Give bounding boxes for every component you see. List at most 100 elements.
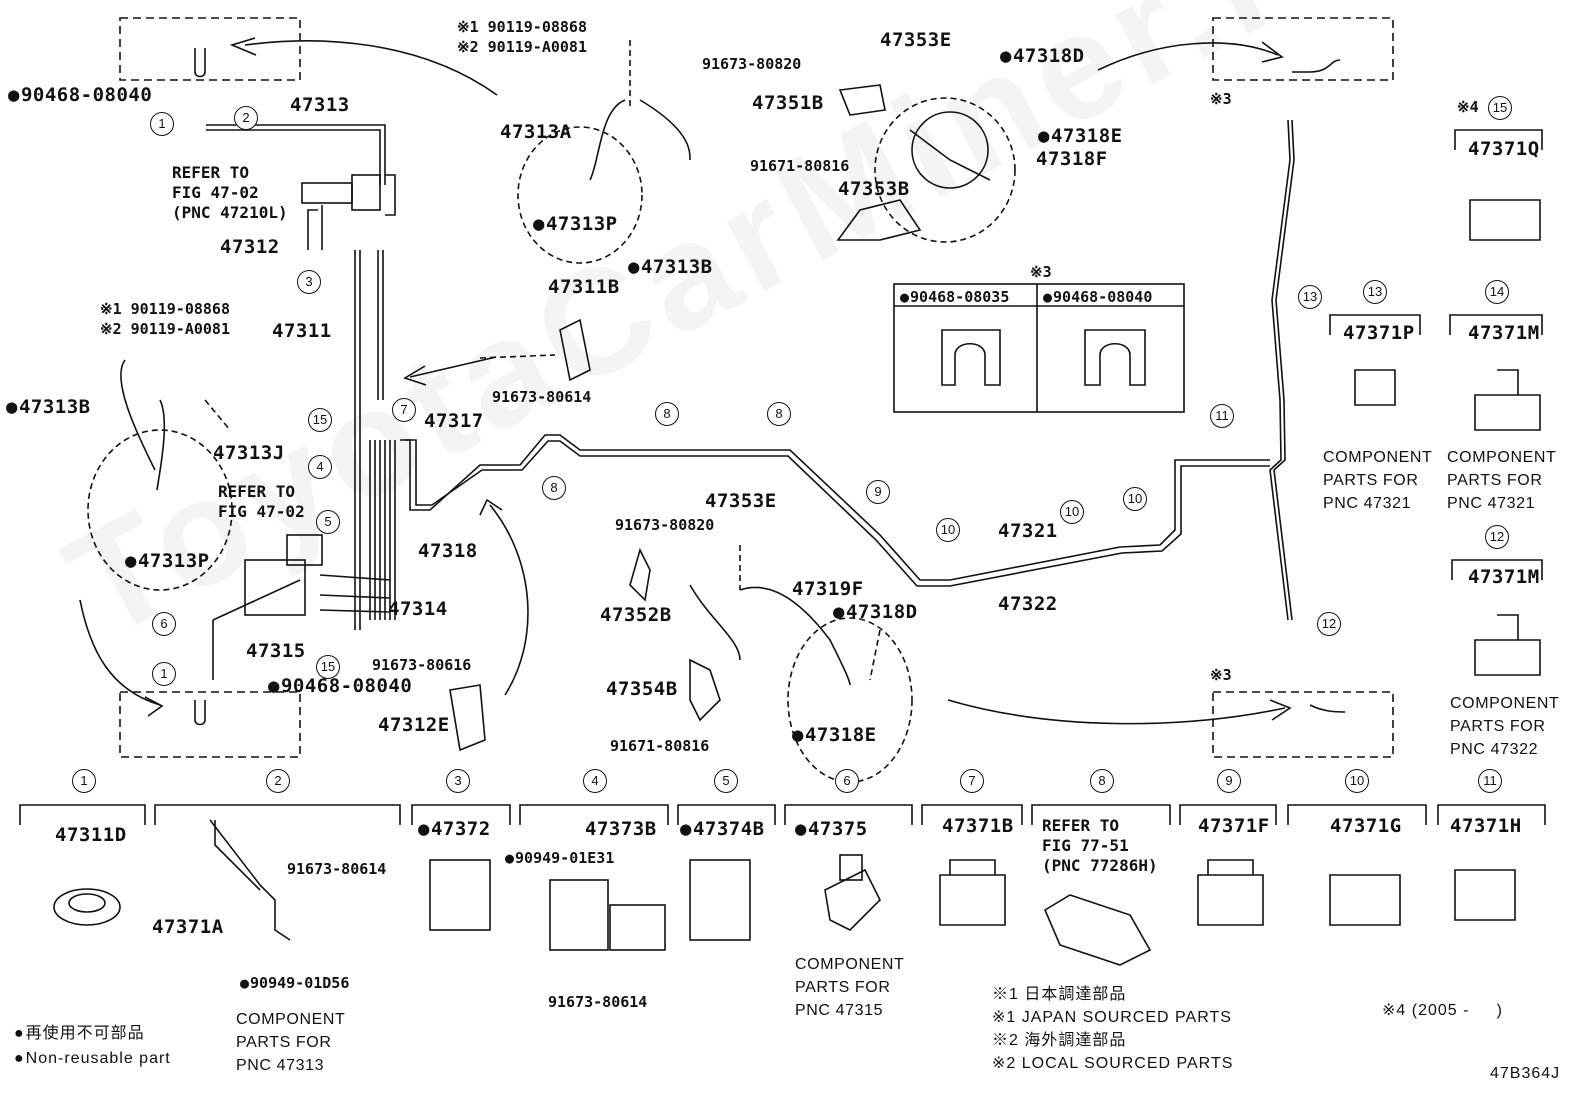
component-note-47321-a: COMPONENT PARTS FOR PNC 47321 [1323,449,1433,512]
bracket-47312E [449,684,486,752]
arrow-top-right [1097,42,1279,71]
callout-3: 3 [297,270,321,294]
callout-13: 13 [1298,285,1322,309]
bracket-47353B [836,199,922,241]
label-47313P-b: 47313P [125,550,210,572]
callout-bottom-3: 3 [446,769,470,793]
label-47371A: 47371A [152,916,224,938]
label-47371M-a: 47371M [1468,322,1540,344]
label-47319F: 47319F [792,578,864,600]
label-47317: 47317 [424,410,484,432]
callout-bottom-9: 9 [1217,769,1241,793]
label-47371M-b: 47371M [1468,566,1540,588]
label-47353E-b: 47353E [705,490,777,512]
label-47314: 47314 [388,598,448,620]
callout-8-b: 8 [655,402,679,426]
arrow-bracket [489,504,529,696]
clip-shape-left [941,329,1001,386]
refer-fig-47-02: REFER TO FIG 47-02 (PNC 47210L) [172,163,288,222]
callout-1-a: 1 [150,112,174,136]
component-note-47313: COMPONENT PARTS FOR PNC 47313 [236,1011,346,1074]
callout-bottom-11: 11 [1478,769,1502,793]
label-47373B: 47373B [585,818,657,840]
clamp-47371F [1197,859,1264,926]
label-90119-A0081-b: ※2 90119-A0081 [100,320,230,338]
detail-box-bottom-left [119,691,301,758]
note-1-en: ※1 JAPAN SOURCED PARTS [992,1009,1232,1026]
tube-bundle [206,124,396,630]
label-47318E-a: 47318E [1038,125,1123,147]
pipe-end-tr [1292,59,1341,73]
callout-15-c: 15 [1488,96,1512,120]
callout-10-a: 10 [936,518,960,542]
refer-fig-77-51: REFER TO FIG 77-51 (PNC 77286H) [1042,816,1158,875]
label-47318E-b: 47318E [792,724,877,746]
clamp-47371H [1454,869,1516,921]
callout-6: 6 [152,612,176,636]
label-91673-80616: 91673-80616 [372,656,472,674]
clip-table-left-label: 90468-08035 [900,288,1009,306]
label-90468-08040-a: 90468-08040 [8,84,152,106]
callout-8-c: 8 [767,402,791,426]
label-90119-08868-a: ※1 90119-08868 [457,18,587,36]
detail-ellipse-47313P-a [517,126,643,264]
clip-table-frame [893,283,1185,413]
callout-bottom-7: 7 [960,769,984,793]
label-90949-01D56: 90949-01D56 [240,974,349,992]
hose-47319F [689,584,741,661]
label-91673-80614-b2: 91673-80614 [287,860,387,878]
grommet-47311D [53,888,121,926]
label-47313: 47313 [290,94,350,116]
detail-box-top-left [119,17,301,81]
label-47371B: 47371B [942,815,1014,837]
note-2-jp: ※2 海外調達部品 [992,1032,1127,1049]
brake-hub [911,111,989,189]
label-note3-a: ※3 [1210,90,1232,108]
callout-bottom-5: 5 [714,769,738,793]
label-91673-80820-b: 91673-80820 [615,516,715,534]
arrow-bottom-left [79,599,161,706]
label-47318D-b: 47318D [833,601,918,623]
label-47371P: 47371P [1343,322,1415,344]
hose-47313A [589,99,626,181]
label-47353B: 47353B [838,178,910,200]
brake-line-right [1269,119,1291,621]
callout-13-b: 13 [1363,280,1387,304]
component-note-47315: COMPONENT PARTS FOR PNC 47315 [795,956,905,1019]
callout-10-b: 10 [1060,500,1084,524]
callout-5: 5 [316,510,340,534]
bracket-47351B [838,84,886,116]
clip-47371M-b [1474,614,1541,676]
label-47371G: 47371G [1330,815,1402,837]
callout-11: 11 [1210,404,1234,428]
arrow-bottom-right [947,699,1286,725]
callout-bottom-10: 10 [1345,769,1369,793]
label-47371H: 47371H [1450,815,1522,837]
note-2-en: ※2 LOCAL SOURCED PARTS [992,1055,1234,1072]
detail-ellipse-47313P-b [87,429,233,591]
label-91671-80816-a: 91671-80816 [750,157,850,175]
component-note-47322: COMPONENT PARTS FOR PNC 47322 [1450,695,1560,758]
note-1-jp: ※1 日本調達部品 [992,986,1127,1003]
callout-2: 2 [234,106,258,130]
figure-code: 47B364J [1490,1065,1561,1082]
pipe-end-bl [194,700,206,726]
label-47313P-a: 47313P [533,213,618,235]
clamp-ref-77-51 [1043,894,1152,966]
callout-14: 14 [1485,280,1509,304]
clamp-47371B [939,859,1006,926]
callout-1-b: 1 [152,662,176,686]
clamp-47373B [549,879,609,951]
clip-table-right-label: 90468-08040 [1043,288,1152,306]
clip-table-note: ※3 [1030,263,1052,281]
callout-bottom-4: 4 [583,769,607,793]
callout-bottom-8: 8 [1090,769,1114,793]
label-47312: 47312 [220,236,280,258]
label-note3-b: ※3 [1210,666,1232,684]
legend-en: Non-reusable part [14,1047,171,1070]
label-91673-80820-a: 91673-80820 [702,55,802,73]
label-47374B: 47374B [680,818,765,840]
label-90949-01E31: 90949-01E31 [505,849,614,867]
callout-8-a: 8 [542,476,566,500]
